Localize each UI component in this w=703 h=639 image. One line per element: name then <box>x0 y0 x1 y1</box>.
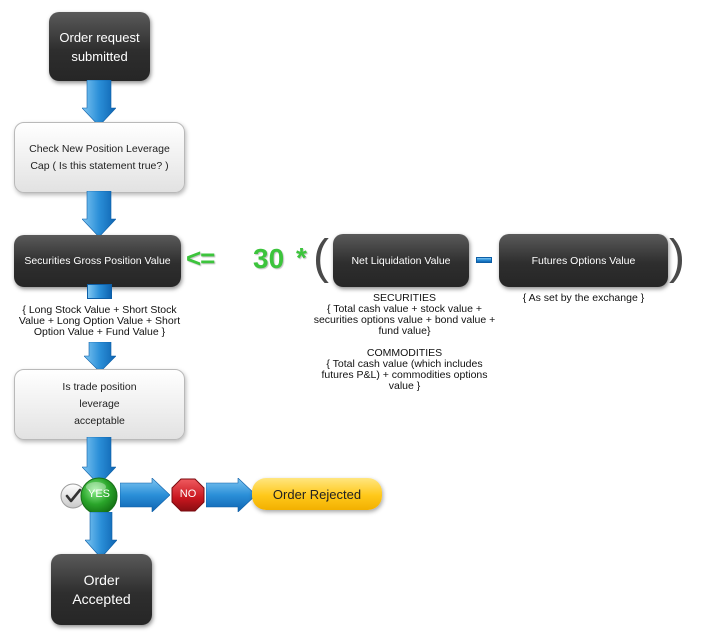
securities-title-note: SECURITIES <box>372 292 436 304</box>
is-trade-acceptable-label: Is trade position leverage acceptable <box>62 381 137 427</box>
times-operator: * <box>296 242 307 273</box>
down-arrow-5 <box>85 512 117 558</box>
order-request-node: Order request submitted <box>49 12 150 81</box>
order-accepted-label: Order Accepted <box>72 571 131 607</box>
futures-options-value-label: Futures Options Value <box>531 254 636 267</box>
check-leverage-cap-node: Check New Position Leverage Cap ( Is thi… <box>14 122 185 193</box>
minus-operator: - <box>476 257 492 263</box>
down-arrow-1 <box>82 80 116 126</box>
is-trade-acceptable-node: Is trade position leverage acceptable <box>14 369 185 440</box>
right-arrow-to-no <box>120 478 170 512</box>
gross-position-value-label: Securities Gross Position Value <box>24 255 171 267</box>
multiplier-value: 30 <box>253 243 285 274</box>
securities-detail-note: { Total cash value + stock value + secur… <box>313 303 496 337</box>
down-arrow-2 <box>82 191 116 237</box>
no-decision-icon <box>171 478 205 512</box>
net-liquidation-value-node: Net Liquidation Value <box>333 234 469 287</box>
open-parenthesis: ( <box>313 231 329 284</box>
less-equal-operator: <= <box>186 243 215 273</box>
no-label: NO <box>179 488 197 500</box>
order-rejected-node: Order Rejected <box>252 478 382 510</box>
order-rejected-label: Order Rejected <box>272 486 362 502</box>
futures-options-value-node: Futures Options Value <box>499 234 668 287</box>
net-liquidation-value-label: Net Liquidation Value <box>351 254 451 267</box>
check-leverage-cap-label: Check New Position Leverage Cap ( Is thi… <box>29 142 170 172</box>
down-arrow-4 <box>82 437 116 485</box>
gross-connector <box>87 284 112 299</box>
right-arrow-to-rejected <box>206 478 256 512</box>
order-accepted-node: Order Accepted <box>51 554 152 625</box>
close-parenthesis: ) <box>669 231 685 284</box>
yes-label: YES <box>87 488 110 500</box>
commodities-title-note: COMMODITIES <box>366 347 443 359</box>
gross-position-value-node: Securities Gross Position Value <box>14 235 181 287</box>
commodities-detail-note: { Total cash value (which includes futur… <box>321 358 488 392</box>
gross-position-detail-note: { Long Stock Value + Short Stock Value +… <box>18 304 181 338</box>
futures-detail-note: { As set by the exchange } <box>522 292 645 304</box>
down-arrow-3 <box>84 342 116 372</box>
order-request-label: Order request submitted <box>59 29 140 64</box>
